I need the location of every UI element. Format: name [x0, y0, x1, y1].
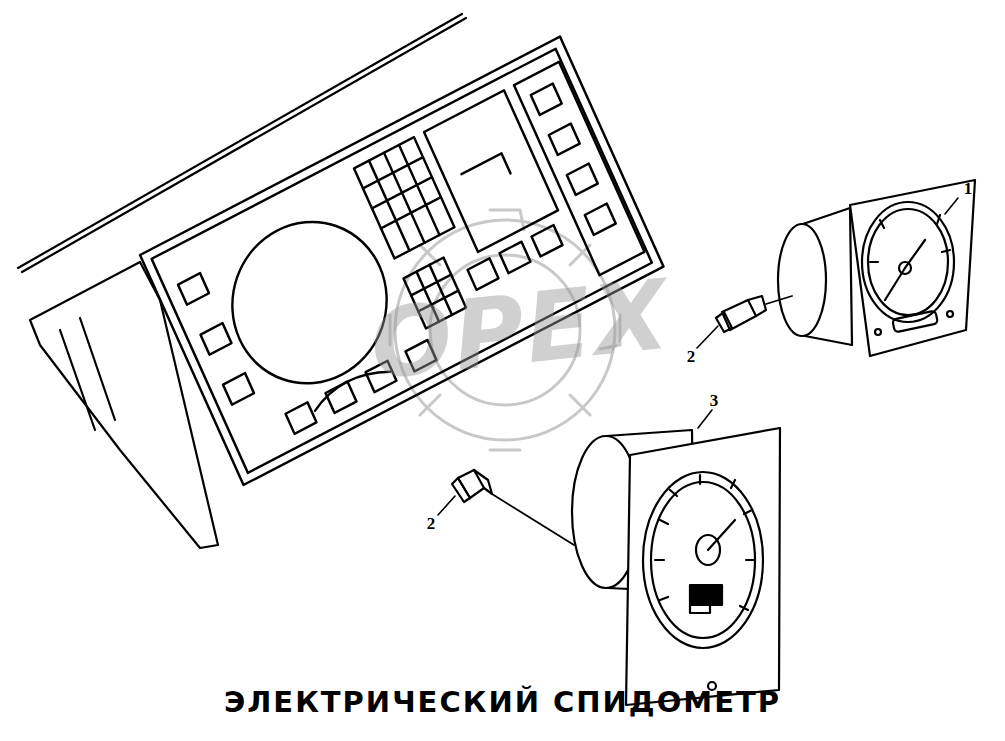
- gauge-3: [572, 428, 780, 705]
- lamp-bulb: [452, 470, 574, 545]
- cab-line: [18, 14, 462, 268]
- callout-number: 2: [427, 515, 436, 532]
- cab-line: [22, 18, 466, 272]
- callout-number: 3: [710, 392, 719, 409]
- lamp-bulb: [716, 296, 792, 332]
- dash-side-lines: [60, 318, 115, 430]
- watermark: OPEX: [366, 267, 674, 394]
- callout-number: 2: [687, 348, 696, 365]
- dash-side: [30, 262, 218, 548]
- dashboard-panel: [140, 37, 664, 485]
- callout-number: 1: [964, 180, 973, 197]
- caption: ЭЛЕКТРИЧЕСКИЙ СПИДОМЕТР: [0, 688, 1005, 717]
- gauge-1: [778, 180, 975, 356]
